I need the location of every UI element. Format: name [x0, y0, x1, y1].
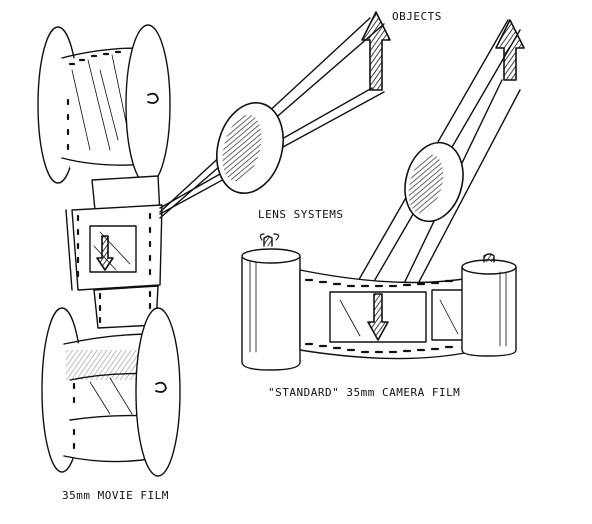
- right-object-arrow: [495, 19, 525, 81]
- camera-lens: [329, 19, 521, 357]
- camera-film-label: "STANDARD" 35mm CAMERA FILM: [268, 386, 461, 399]
- left-object-arrow: [361, 11, 391, 91]
- movie-film-label: 35mm MOVIE FILM: [62, 489, 169, 502]
- objects-label: OBJECTS: [392, 10, 442, 23]
- camera-film: [241, 233, 517, 371]
- movie-top-reel: [37, 24, 171, 186]
- lens-systems-label: LENS SYSTEMS: [258, 208, 344, 221]
- movie-bottom-reel: [41, 307, 181, 477]
- movie-lens: [159, 17, 385, 219]
- movie-film-strip: [65, 175, 163, 329]
